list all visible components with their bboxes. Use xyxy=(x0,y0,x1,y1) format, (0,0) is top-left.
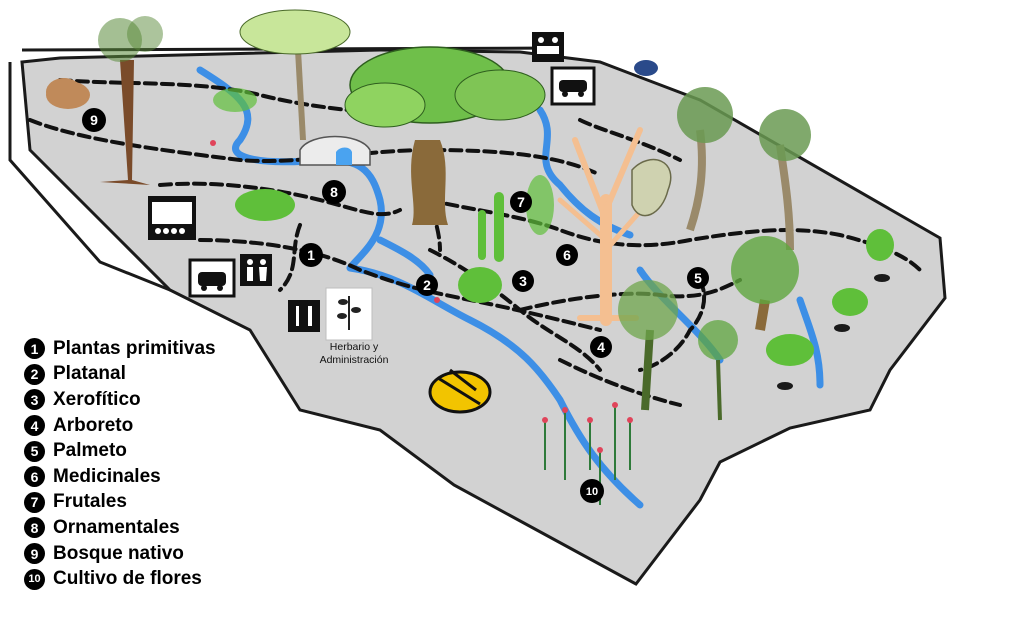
legend-item: 4 Arboreto xyxy=(24,413,216,439)
legend-item: 1 Plantas primitivas xyxy=(24,336,216,362)
central-tree xyxy=(344,46,546,225)
svg-text:3: 3 xyxy=(519,273,527,289)
zone-marker-7[interactable]: 7 xyxy=(510,191,532,213)
zone-marker-6[interactable]: 6 xyxy=(556,244,578,266)
ant-icon xyxy=(777,274,890,390)
legend-item: 10 Cultivo de flores xyxy=(24,566,216,592)
monkey-icon xyxy=(46,78,82,106)
svg-text:2: 2 xyxy=(423,277,431,293)
legend-label: Cultivo de flores xyxy=(53,568,202,590)
svg-text:7: 7 xyxy=(517,194,525,210)
legend-item: 9 Bosque nativo xyxy=(24,541,216,567)
legend-item: 3 Xerofítico xyxy=(24,387,216,413)
legend-label: Palmeto xyxy=(53,440,127,462)
legend-number: 7 xyxy=(24,491,45,513)
legend-label: Medicinales xyxy=(53,465,161,487)
legend-number: 4 xyxy=(24,415,45,437)
legend-number: 9 xyxy=(24,543,45,565)
legend-label: Platanal xyxy=(53,363,126,385)
legend-label: Bosque nativo xyxy=(53,542,184,564)
zone-marker-5[interactable]: 5 xyxy=(687,267,709,289)
legend-item: 6 Medicinales xyxy=(24,464,216,490)
restroom-icon[interactable] xyxy=(240,254,272,286)
herbarium-leaf-icon xyxy=(325,287,373,341)
garden-ground xyxy=(20,48,947,586)
light-green-tree xyxy=(239,9,351,140)
legend-number: 3 xyxy=(24,389,45,411)
moth-icon xyxy=(631,159,672,217)
car-icon[interactable] xyxy=(550,66,596,106)
svg-text:8: 8 xyxy=(330,184,338,200)
legend-label: Xerofítico xyxy=(53,388,141,410)
legend-label: Ornamentales xyxy=(53,516,180,538)
shrubs xyxy=(213,88,894,366)
legend-number: 6 xyxy=(24,466,45,488)
zone-marker-1[interactable]: 1 xyxy=(299,243,323,267)
zone-marker-4[interactable]: 4 xyxy=(590,336,612,358)
bird-icon xyxy=(634,60,658,76)
boundary-wall xyxy=(8,62,171,292)
legend-number: 5 xyxy=(24,440,45,462)
svg-text:4: 4 xyxy=(597,339,605,355)
legend-number: 1 xyxy=(24,338,45,360)
zone-marker-3[interactable]: 3 xyxy=(512,270,534,292)
zone-marker-10[interactable]: 10 xyxy=(580,479,604,503)
legend-item: 5 Palmeto xyxy=(24,438,216,464)
legend-item: 7 Frutales xyxy=(24,490,216,516)
frog-icon xyxy=(428,368,492,414)
zone-marker-9[interactable]: 9 xyxy=(82,108,106,132)
herbarium-label: Herbario y Administración xyxy=(319,341,389,366)
legend-number: 2 xyxy=(24,363,45,385)
flowers xyxy=(210,140,633,453)
svg-text:10: 10 xyxy=(586,486,598,498)
legend-number: 10 xyxy=(24,568,45,590)
legend-number: 8 xyxy=(24,517,45,539)
legend-label: Frutales xyxy=(53,491,127,513)
zone-marker-8[interactable]: 8 xyxy=(322,180,346,204)
legend-item: 8 Ornamentales xyxy=(24,515,216,541)
restaurant-icon[interactable] xyxy=(288,300,320,332)
svg-text:5: 5 xyxy=(694,270,702,286)
zone-marker-2[interactable]: 2 xyxy=(416,274,438,296)
palm-tree xyxy=(618,87,811,421)
parking-icon[interactable] xyxy=(188,258,236,298)
svg-text:6: 6 xyxy=(563,247,571,263)
greenhouse-icon xyxy=(299,135,371,166)
svg-text:1: 1 xyxy=(307,247,315,263)
legend-item: 2 Platanal xyxy=(24,362,216,388)
auditorium-icon[interactable] xyxy=(148,196,196,240)
reception-icon[interactable] xyxy=(532,32,564,62)
zone-legend: 1 Plantas primitivas 2 Platanal 3 Xerofític… xyxy=(24,336,216,592)
legend-label: Arboreto xyxy=(53,414,134,436)
legend-label: Plantas primitivas xyxy=(53,337,216,359)
svg-text:9: 9 xyxy=(90,112,98,128)
